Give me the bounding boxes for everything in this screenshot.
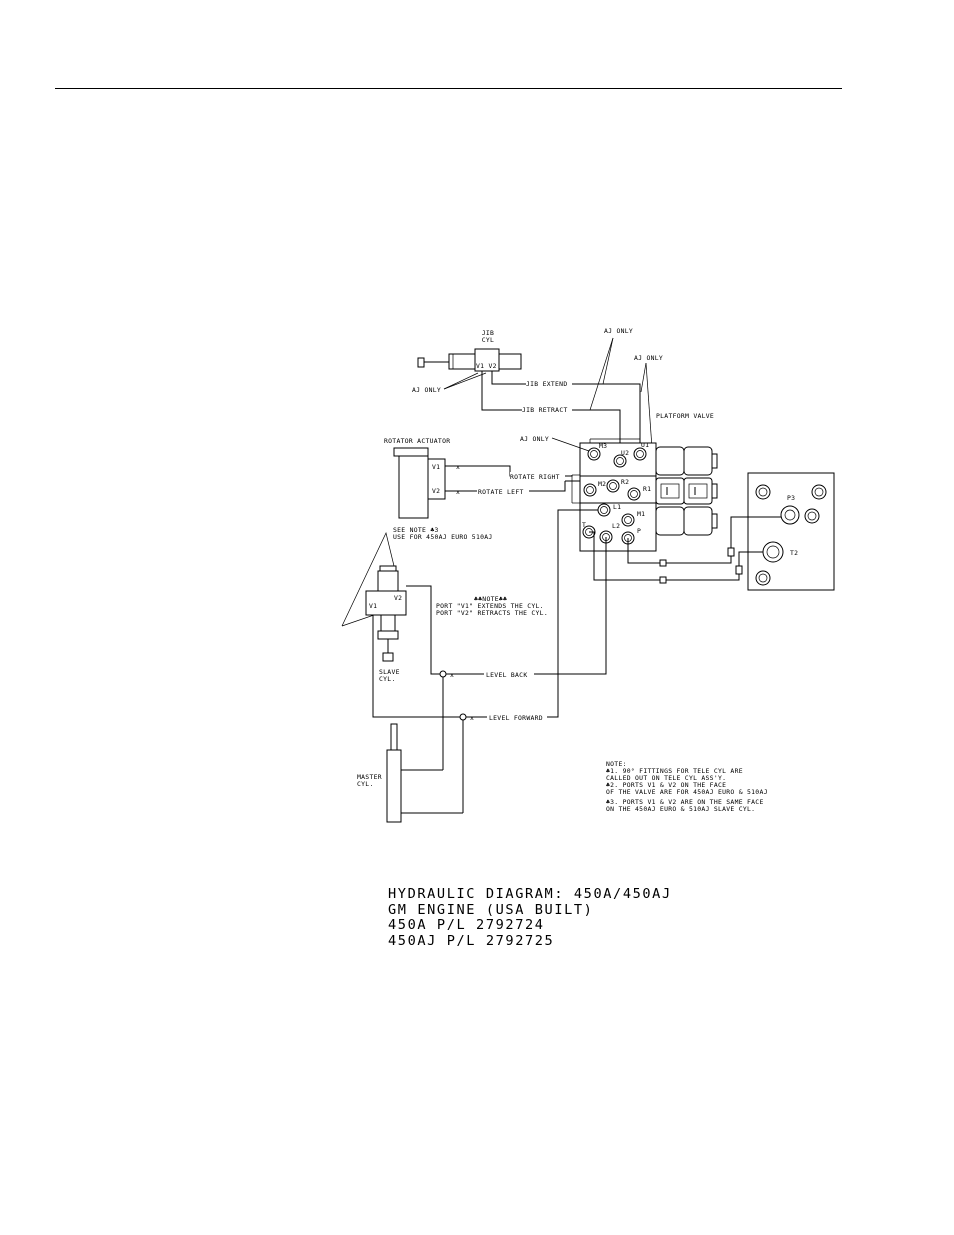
jib-cylinder: V1 V2 JIB CYL xyxy=(417,329,522,372)
header-rule xyxy=(55,88,842,89)
port-l1-label: L1 xyxy=(613,503,621,511)
slave-cyl-label-2: CYL. xyxy=(379,675,396,683)
master-cyl-label-1: MASTER xyxy=(357,773,382,781)
port-m3-label: M3 xyxy=(599,442,607,450)
diagram-caption: HYDRAULIC DIAGRAM: 450A/450AJ GM ENGINE … xyxy=(388,886,672,949)
master-cyl-label-2: CYL. xyxy=(357,780,374,788)
rotate-left-label: ROTATE LEFT xyxy=(478,488,524,496)
aj-only-top-2: AJ ONLY xyxy=(634,354,663,362)
slave-cylinder: V1 V2 SLAVE CYL. xyxy=(365,565,407,683)
note-box-line-1: PORT "V1" EXTENDS THE CYL. xyxy=(436,602,544,610)
level-back-label: LEVEL BACK xyxy=(486,671,527,679)
port-p-label: P xyxy=(637,527,641,535)
note-line-3: ♣2. PORTS V1 & V2 ON THE FACE xyxy=(606,781,726,789)
port-l2-label: L2 xyxy=(612,522,620,530)
port-m1-label: M1 xyxy=(637,510,645,518)
slave-cyl-label-1: SLAVE xyxy=(379,668,400,676)
note-line-5: ♣3. PORTS V1 & V2 ARE ON THE SAME FACE xyxy=(606,798,764,806)
note-box-line-2: PORT "V2" RETRACTS THE CYL. xyxy=(436,609,548,617)
port-u2-label: U2 xyxy=(621,449,629,457)
solenoid-coils xyxy=(655,446,718,536)
jib-cyl-label-2: CYL xyxy=(482,336,494,344)
port-u1-label: U1 xyxy=(641,441,649,449)
see-note-label-2: USE FOR 450AJ EURO 510AJ xyxy=(393,533,493,541)
port-t2-label: T2 xyxy=(790,549,798,557)
note-box-title: ♣♣NOTE♣♣ xyxy=(474,595,507,603)
jib-retract-label: JIB RETRACT xyxy=(522,406,568,414)
note-line-0: NOTE: xyxy=(606,760,627,768)
aj-only-jib-label: AJ ONLY xyxy=(412,386,441,394)
platform-valve-label: PLATFORM VALVE xyxy=(656,412,714,420)
jib-cyl-label-1: JIB xyxy=(482,329,494,337)
notes-block: NOTE: ♣1. 90° FITTINGS FOR TELE CYL ARE … xyxy=(606,760,768,813)
note-line-4: OF THE VALVE ARE FOR 450AJ EURO & 510AJ xyxy=(606,788,768,796)
caption-line-3: 450A P/L 2792724 xyxy=(388,917,545,933)
caption-line-4: 450AJ P/L 2792725 xyxy=(388,932,555,949)
see-note-callout xyxy=(341,531,395,627)
port-p3-label: P3 xyxy=(787,494,795,502)
level-forward-line xyxy=(372,509,598,718)
rotator-v2-label: V2 xyxy=(432,487,440,495)
rotator-actuator-label: ROTATOR ACTUATOR xyxy=(384,437,450,445)
port-r2-label: R2 xyxy=(621,478,629,486)
port-r1-label: R1 xyxy=(643,485,651,493)
manifold-block: P3 T2 xyxy=(747,472,835,591)
port-m2-label: M2 xyxy=(598,480,606,488)
fitting-mark: x xyxy=(456,488,460,496)
caption-line-2: GM ENGINE (USA BUILT) xyxy=(388,901,594,918)
rotator-v1-label: V1 xyxy=(432,463,440,471)
note-line-2: CALLED OUT ON TELE CYL ASS'Y. xyxy=(606,774,726,782)
rotator-actuator: ROTATOR ACTUATOR V1 V2 xyxy=(384,437,450,519)
fitting-mark: x xyxy=(470,714,474,722)
master-cylinder: MASTER CYL. xyxy=(357,723,463,823)
jib-ports-label: V1 V2 xyxy=(476,362,497,370)
level-forward-label: LEVEL FORWARD xyxy=(489,714,543,722)
pressure-line xyxy=(627,516,781,564)
level-back-line xyxy=(406,537,607,675)
aj-only-valve-label: AJ ONLY xyxy=(520,435,549,443)
see-note-label-1: SEE NOTE ♣3 xyxy=(393,526,439,534)
rotate-right-label: ROTATE RIGHT xyxy=(510,473,560,481)
port-t-label: T xyxy=(582,521,586,529)
jib-extend-label: JIB EXTEND xyxy=(526,380,567,388)
slave-v1-label: V1 xyxy=(369,602,377,610)
aj-only-top-1: AJ ONLY xyxy=(604,327,633,335)
fitting-mark: x xyxy=(450,671,454,679)
fitting-mark: x xyxy=(456,463,460,471)
note-line-1: ♣1. 90° FITTINGS FOR TELE CYL ARE xyxy=(606,767,743,775)
note-line-6: ON THE 450AJ EURO & 510AJ SLAVE CYL. xyxy=(606,805,755,813)
slave-v2-label: V2 xyxy=(394,594,402,602)
caption-line-1: HYDRAULIC DIAGRAM: 450A/450AJ xyxy=(388,886,672,902)
platform-valve: M3 U2 U1 M2 R2 R1 L1 T M1 L2 P xyxy=(571,438,657,552)
